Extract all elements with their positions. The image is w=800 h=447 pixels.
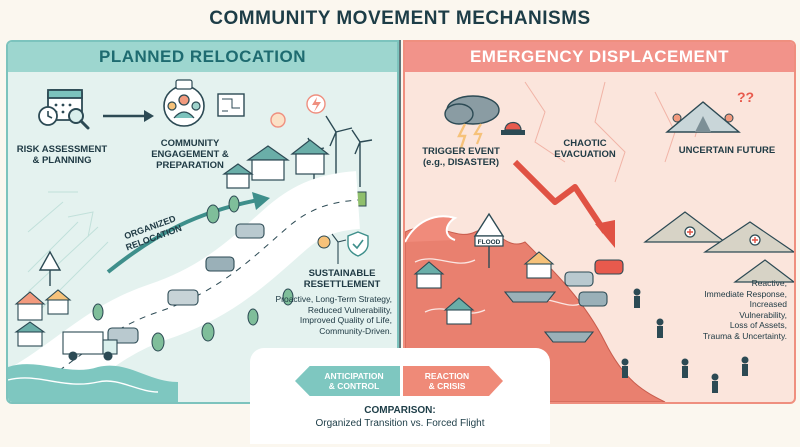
step-label-risk-assessment: RISK ASSESSMENT & PLANNING [16,144,108,166]
sustainable-resettlement-label: SUSTAINABLE RESETTLEMENT [303,268,381,290]
anticipation-control-arrow: ANTICIPATION & CONTROL [295,366,400,396]
emergency-displacement-panel: EMERGENCY DISPLACEMENT ?? [403,40,796,404]
flood-sign-icon [473,212,505,268]
step-label-chaotic-evacuation: CHAOTIC EVACUATION [554,138,616,160]
people-meeting-icon [163,79,205,127]
anticipation-control-label: ANTICIPATION & CONTROL [324,371,384,391]
flood-sign-label: FLOOD [477,239,501,246]
emergency-displacement-banner: EMERGENCY DISPLACEMENT [405,42,794,72]
sustainable-resettlement-description: Proactive, Long-Term Strategy, Reduced V… [275,294,392,336]
fleeing-people-icon [621,288,749,393]
emergency-displacement-description: Reactive, Immediate Response, Increased … [702,278,787,341]
step-label-trigger-event: TRIGGER EVENT (e.g., DISASTER) [422,146,500,168]
svg-text:??: ?? [737,89,754,105]
comparison-panel [250,348,550,444]
shield-check-icon [347,231,369,257]
reaction-crisis-label: REACTION & CRISIS [424,371,470,391]
old-houses-icon [14,289,72,347]
refugee-tent-icon: ?? [665,89,754,133]
flooded-houses-icon [413,251,555,325]
sun-icon [317,235,331,249]
sun-icon [270,112,286,128]
moving-truck-icon [62,331,118,361]
planned-relocation-panel: PLANNED RELOCATION [6,40,399,404]
step-label-community-engagement: COMMUNITY ENGAGEMENT & PREPARATION [151,138,229,171]
page-title: COMMUNITY MOVEMENT MECHANISMS [209,8,591,29]
car-icon [564,259,624,307]
car-icon [107,223,265,344]
blueprint-icon [217,93,245,117]
warning-sign-icon [38,250,62,286]
zigzag-arrow-icon [512,159,608,234]
comparison-subtitle: Organized Transition vs. Forced Flight [315,418,485,429]
rescue-boat-icon [503,291,595,343]
planned-relocation-banner: PLANNED RELOCATION [8,42,397,72]
calendar-magnifier-icon [38,89,90,130]
siren-icon [501,121,525,135]
comparison-title: COMPARISON: [364,405,436,416]
reaction-crisis-arrow: REACTION & CRISIS [403,366,503,396]
new-houses-icon [222,139,330,189]
panel-divider [399,40,401,358]
storm-cloud-icon [444,95,500,149]
planned-relocation-scene [8,79,373,402]
step-label-uncertain-future: UNCERTAIN FUTURE [678,145,776,156]
camp-tents-icon [643,211,794,283]
